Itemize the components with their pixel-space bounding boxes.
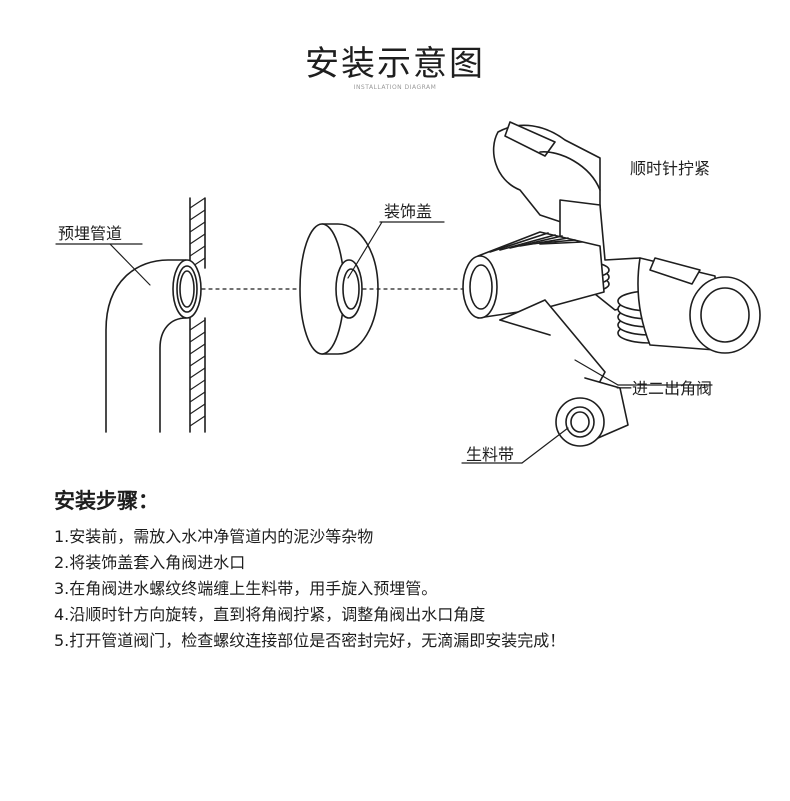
step-item: 3.在角阀进水螺纹终端缠上生料带，用手旋入预埋管。 [54,579,438,598]
ptfe-tape [499,299,629,447]
label-tape: 生料带 [466,445,515,464]
label-cover: 装饰盖 [384,202,433,221]
step-item: 5.打开管道阀门，检查螺纹连接部位是否密封完好，无滴漏即安装完成！ [54,631,566,650]
embedded-pipe [105,259,202,433]
steps-list: 1.安装前，需放入水冲净管道内的泥沙等杂物 2.将装饰盖套入角阀进水口 3.在角… [54,524,565,654]
decorative-cover [299,223,379,355]
steps-title: 安装步骤： [54,489,159,513]
step-item: 4.沿顺时针方向旋转，直到将角阀拧紧，调整角阀出水口角度 [54,605,486,624]
label-valve: 一进二出角阀 [616,379,713,398]
threaded-inlet [462,231,605,319]
installation-diagram [55,121,761,464]
angle-valve [462,121,761,354]
leader-lines [55,221,713,464]
step-item: 2.将装饰盖套入角阀进水口 [54,553,246,572]
page-title: 安装示意图 [305,44,485,84]
step-item: 1.安装前，需放入水冲净管道内的泥沙等杂物 [54,527,374,546]
page-subtitle: INSTALLATION DIAGRAM [353,84,437,91]
wall [189,197,206,433]
label-embedded-pipe: 预埋管道 [58,224,123,243]
label-clockwise: 顺时针拧紧 [630,159,711,178]
